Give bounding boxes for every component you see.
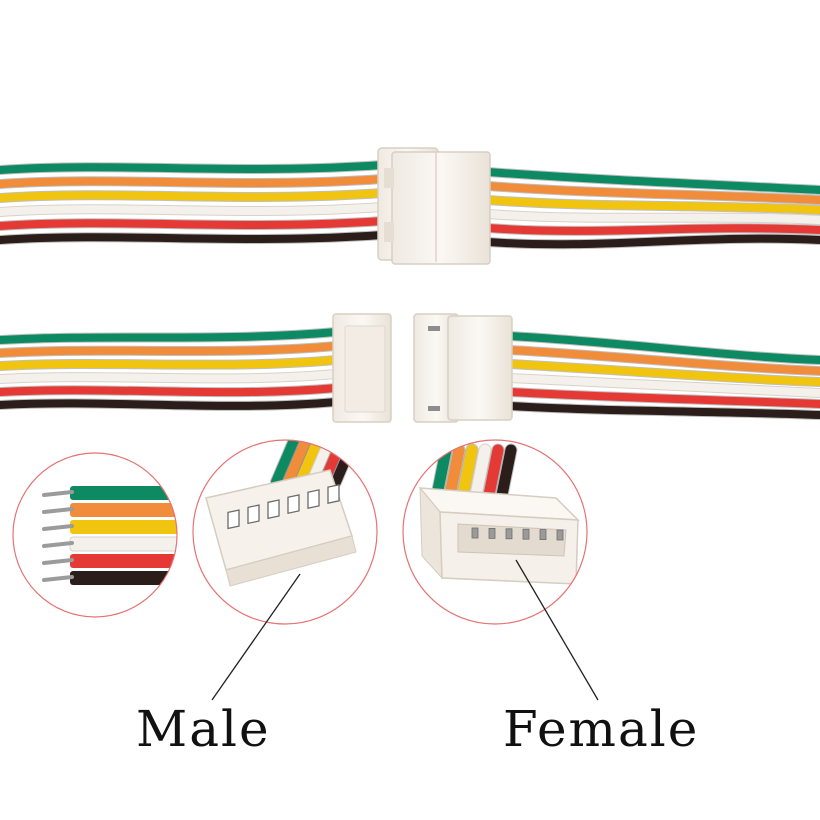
female-pin <box>505 528 513 540</box>
stripped-copper-strand <box>42 524 74 531</box>
male-pin-slot <box>307 489 320 510</box>
wire <box>0 203 386 216</box>
male-pin-slot <box>327 484 340 504</box>
male-pin-slot <box>267 499 280 520</box>
mated-connector-assembly <box>0 147 820 265</box>
female-pin <box>471 527 479 539</box>
wire <box>0 189 386 202</box>
male-pins <box>227 484 340 530</box>
wire <box>0 342 340 357</box>
wire <box>295 440 323 487</box>
wire <box>484 224 820 235</box>
female-leader-line <box>515 559 599 701</box>
male-connector-housing <box>332 313 392 423</box>
stripped-copper-strand <box>42 575 74 582</box>
stripped-copper-strand <box>42 490 74 497</box>
wire-bundle-middle-left <box>0 327 341 411</box>
wire <box>484 234 820 249</box>
female-label: Female <box>503 700 700 758</box>
wire <box>484 196 820 214</box>
stripped-copper-strand <box>42 558 74 565</box>
wire-end-insulation <box>69 536 177 552</box>
wire <box>0 384 340 397</box>
wire <box>0 356 340 370</box>
wire-end-insulation <box>70 503 177 517</box>
female-pin <box>556 529 564 541</box>
wire <box>506 332 820 364</box>
wire <box>0 175 386 188</box>
female-pin <box>539 529 547 540</box>
male-pin-slot <box>287 494 300 515</box>
wire <box>0 217 386 230</box>
wire <box>283 440 311 487</box>
wire <box>484 210 820 224</box>
male-pin-slot <box>247 504 260 525</box>
wire <box>506 374 820 397</box>
male-leader-line <box>211 573 301 701</box>
wire <box>506 388 820 408</box>
wire <box>0 161 386 174</box>
wire-bundle-middle-right <box>505 331 820 420</box>
callout-female-closeup <box>402 439 588 625</box>
male-label: Male <box>136 700 271 758</box>
stripped-copper-strand <box>42 541 74 548</box>
wire-end-insulation <box>70 554 177 568</box>
wire <box>495 444 517 506</box>
callout-male-closeup <box>192 439 378 625</box>
wire <box>506 360 820 386</box>
mated-connector <box>377 147 491 265</box>
callout-wire-ends <box>12 452 178 618</box>
wire-end-insulation <box>70 571 177 585</box>
wire-bundle-top-left <box>0 160 387 245</box>
wire-end-insulation <box>70 520 177 534</box>
female-pin <box>488 528 496 539</box>
male-closeup-housing <box>205 469 357 587</box>
wire <box>484 182 820 204</box>
male-pin-slot <box>227 509 240 530</box>
female-closeup-housing <box>418 486 580 585</box>
separated-connectors <box>0 313 820 423</box>
wire <box>506 346 820 375</box>
wire-end-insulation <box>70 486 177 500</box>
female-pin <box>522 528 530 540</box>
stripped-wire-ends <box>42 486 177 585</box>
wire-bundle-top-right <box>483 167 820 250</box>
wire <box>0 231 386 244</box>
wire <box>271 440 299 487</box>
wire <box>506 402 820 419</box>
wire <box>0 370 340 383</box>
female-pins <box>471 527 564 541</box>
wire <box>0 328 340 344</box>
stripped-copper-strand <box>42 507 74 514</box>
wire <box>0 398 340 410</box>
female-connector-housing <box>413 313 513 423</box>
wire <box>484 168 820 194</box>
wire <box>482 444 504 506</box>
